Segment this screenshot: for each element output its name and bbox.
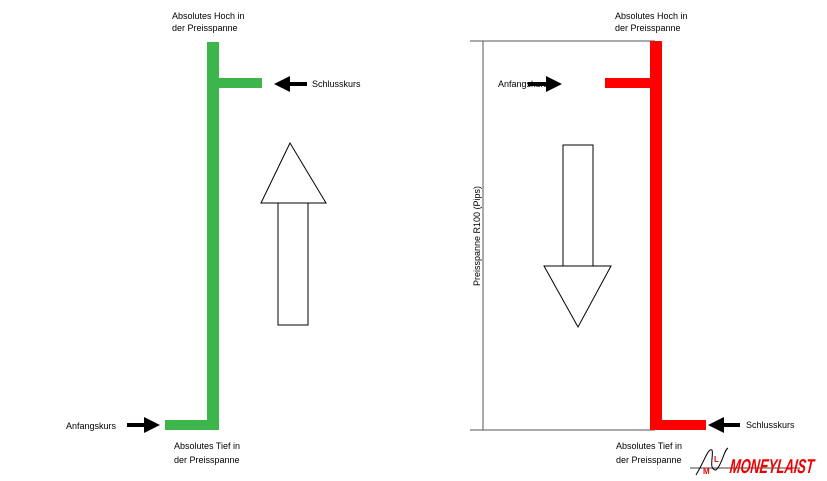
svg-text:L: L bbox=[714, 455, 719, 464]
moneylaist-logo: M L MONEYLAIST bbox=[690, 447, 816, 478]
left-high-label: Absolutes Hoch in bbox=[172, 11, 245, 21]
left-open-label: Anfangskurs bbox=[66, 421, 117, 431]
close-tick bbox=[662, 420, 706, 430]
bearish-wick bbox=[650, 41, 662, 430]
right-high-label-2: der Preisspanne bbox=[615, 23, 681, 33]
left-high-label-2: der Preisspanne bbox=[172, 23, 238, 33]
right-close-label: Schlusskurs bbox=[746, 420, 795, 430]
up-arrow-icon bbox=[260, 141, 327, 326]
right-low-label-2: der Preisspanne bbox=[616, 455, 682, 465]
svg-text:MONEYLAIST: MONEYLAIST bbox=[729, 456, 816, 478]
left-close-label: Schlusskurs bbox=[312, 79, 361, 89]
range-label: Preisspanne R100 (Pips) bbox=[472, 186, 482, 286]
right-open-label: Anfangskurs bbox=[498, 79, 549, 89]
left-low-label: Absolutes Tief in bbox=[174, 441, 240, 451]
bearish-candle bbox=[605, 41, 706, 430]
bullish-wick bbox=[207, 42, 219, 430]
svg-text:M: M bbox=[703, 467, 710, 476]
open-tick bbox=[605, 78, 650, 88]
open-tick bbox=[165, 420, 207, 430]
down-arrow-icon bbox=[543, 144, 612, 329]
right-high-label: Absolutes Hoch in bbox=[615, 11, 688, 21]
bullish-candle bbox=[165, 42, 262, 430]
close-tick bbox=[219, 78, 262, 88]
right-low-label: Absolutes Tief in bbox=[616, 441, 682, 451]
range-bracket bbox=[470, 40, 655, 431]
left-low-label-2: der Preisspanne bbox=[174, 455, 240, 465]
